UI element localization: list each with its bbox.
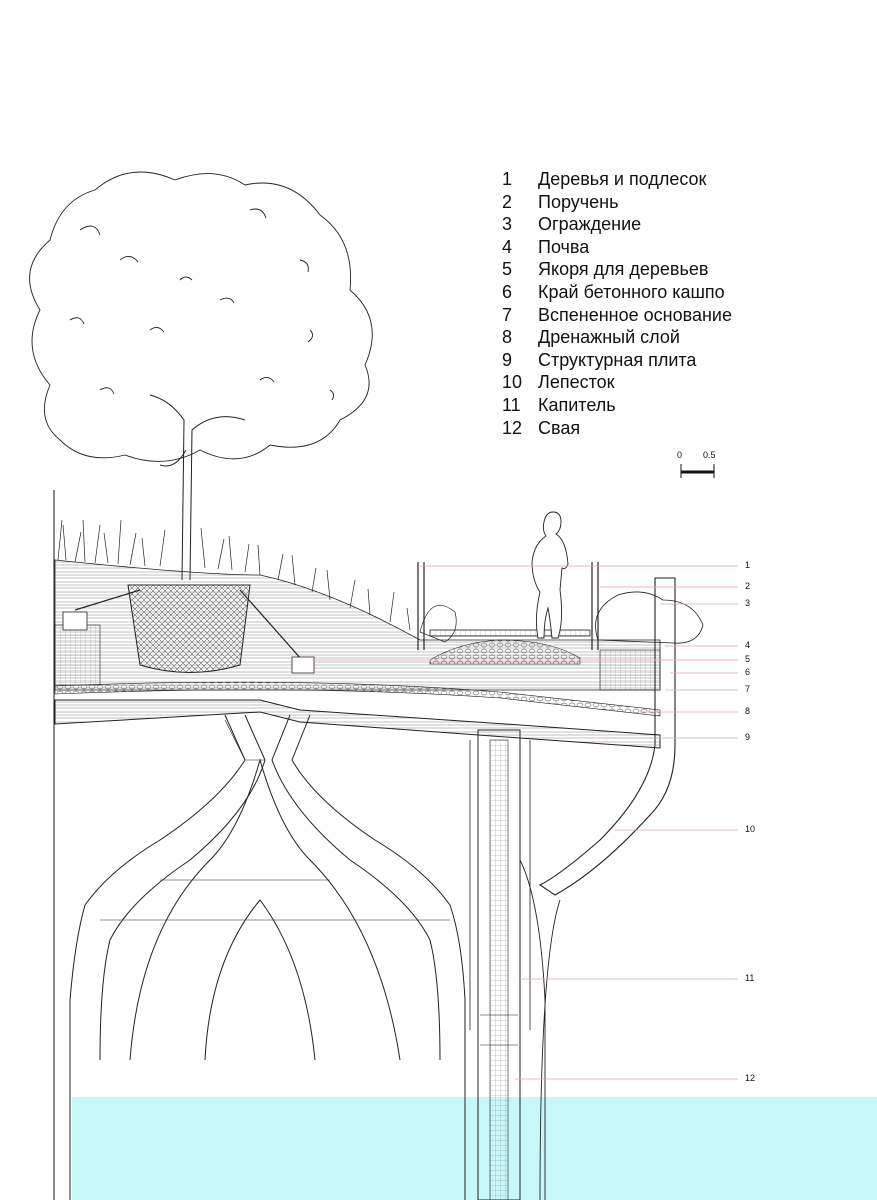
legend-number: 5 <box>502 259 513 280</box>
legend-label: Поручень <box>538 191 619 212</box>
legend-label: Почва <box>538 236 590 257</box>
scale-bar <box>680 464 715 478</box>
callout-9: 9 <box>745 732 751 742</box>
legend-label: Якоря для деревьев <box>538 259 709 280</box>
callout-4: 4 <box>745 640 751 650</box>
scale-end-label: 0.5 <box>703 450 716 460</box>
legend-number: 2 <box>502 191 513 212</box>
person-silhouette <box>531 511 569 639</box>
legend-item: 7 Вспененное основание <box>502 304 732 327</box>
anchor-block-left <box>62 611 88 631</box>
tree-canopy <box>29 171 373 462</box>
legend-number: 6 <box>502 281 513 302</box>
legend-label: Деревья и подлесок <box>538 169 707 189</box>
walkway <box>429 629 591 637</box>
right-shrub <box>595 591 704 644</box>
legend-item: 12 Свая <box>502 417 732 440</box>
legend-item: 6 Край бетонного кашпо <box>502 281 732 304</box>
legend-number: 7 <box>502 304 513 325</box>
legend-item: 2 Поручень <box>502 191 732 214</box>
legend-list: 1 Деревья и подлесок 2 Поручень 3 Ограждени… <box>502 168 732 439</box>
legend-number: 11 <box>502 394 521 415</box>
callout-8: 8 <box>745 706 751 716</box>
callout-leaders <box>312 565 738 1080</box>
drainage-layer <box>54 681 661 717</box>
callout-10: 10 <box>745 824 756 834</box>
legend-number: 1 <box>502 169 513 189</box>
petal-structures <box>69 714 466 1200</box>
legend-item: 3 Ограждение <box>502 213 732 236</box>
legend-number: 10 <box>502 372 523 393</box>
right-column <box>519 859 561 1200</box>
callout-5: 5 <box>745 654 751 664</box>
structural-slab <box>54 699 661 749</box>
legend-item: 8 Дренажный слой <box>502 326 732 349</box>
legend-label: Край бетонного кашпо <box>538 281 725 302</box>
legend-item: 10 Лепесток <box>502 371 732 394</box>
root-ball <box>127 584 251 673</box>
legend-number: 4 <box>502 236 513 257</box>
anchor-block-right <box>291 656 315 674</box>
legend-label: Лепесток <box>538 372 615 393</box>
legend-number: 8 <box>502 327 513 348</box>
legend-label: Ограждение <box>538 214 642 235</box>
legend-label: Структурная плита <box>538 349 697 370</box>
legend-label: Вспененное основание <box>538 304 732 325</box>
legend-item: 11 Капитель <box>502 394 732 417</box>
legend-number: 3 <box>502 214 513 235</box>
legend-item: 4 Почва <box>502 236 732 259</box>
callout-3: 3 <box>745 598 751 608</box>
understory-plants <box>57 519 457 643</box>
gravel-mound <box>429 639 581 665</box>
legend-number: 9 <box>502 349 513 370</box>
soil-grid-right <box>599 649 661 691</box>
legend-item: 9 Структурная плита <box>502 349 732 372</box>
tree-anchors <box>74 589 303 661</box>
legend-label: Свая <box>538 417 581 438</box>
tree-trunk <box>149 394 246 581</box>
legend-item: 1 Деревья и подлесок <box>502 168 732 191</box>
pile-column <box>469 729 531 1200</box>
scale-start-label: 0 <box>677 450 683 460</box>
planter-edge <box>538 577 676 896</box>
soil-grid-left <box>54 624 101 686</box>
legend-label: Дренажный слой <box>538 327 680 348</box>
legend-number: 12 <box>502 417 523 438</box>
handrail <box>417 562 599 650</box>
legend-item: 5 Якоря для деревьев <box>502 258 732 281</box>
water-area <box>72 1097 877 1200</box>
callout-11: 11 <box>745 973 755 983</box>
callout-2: 2 <box>745 581 751 591</box>
callout-1: 1 <box>745 560 751 570</box>
callout-6: 6 <box>745 667 751 677</box>
legend-label: Капитель <box>538 394 616 415</box>
callout-12: 12 <box>745 1073 756 1083</box>
callout-7: 7 <box>745 684 751 694</box>
